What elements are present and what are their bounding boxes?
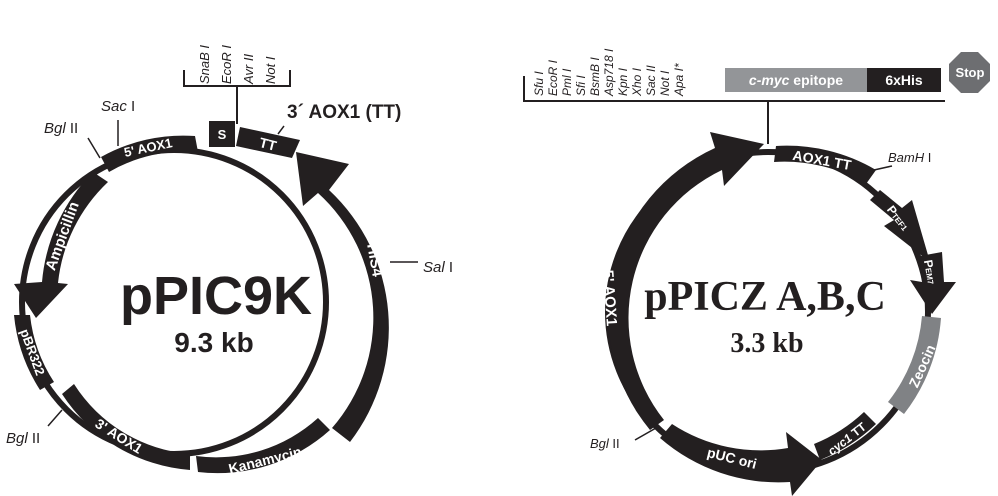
ppicz-mcs-site: Sac II <box>644 65 658 96</box>
ppic9k-his4-arrow <box>296 152 389 442</box>
ppic9k-name: pPIC9K <box>120 266 312 326</box>
ppic9k-sac-site: Sac I <box>101 98 135 115</box>
ppic9k-bgl-bottom-site: Bgl II <box>6 430 40 447</box>
ppicz-bgl-leader <box>634 427 657 441</box>
ppic9k-sal-site: Sal I <box>423 259 453 276</box>
ppicz-puc-arrow <box>660 424 822 496</box>
ppic9k-mcs-bracket <box>183 70 291 124</box>
ppicz-stop-octagon <box>949 52 990 93</box>
ppicz-cmyc-label: c-myc epitope <box>749 72 843 88</box>
ppicz-his-label: 6xHis <box>885 72 923 88</box>
ppic9k-bgl-top-leader <box>87 137 101 159</box>
ppic9k-bgl-bottom-leader <box>47 409 63 427</box>
ppic9k-3aox1-tt-label: 3´ AOX1 (TT) <box>287 102 401 123</box>
ppicz-pem7-arrow <box>910 252 956 314</box>
ppicz-mcs-site: Sfu I <box>532 71 546 96</box>
ppic9k-bgl-top-site: Bgl II <box>44 120 78 137</box>
ppic9k-s-box <box>209 121 235 147</box>
ppic9k-ampicillin-arrow <box>14 172 108 318</box>
ppicz-size: 3.3 kb <box>730 328 803 359</box>
ppic9k-5aox1-label: 5' AOX1 <box>123 135 174 160</box>
ppicz-mcs-site: Sfi I <box>574 75 588 96</box>
ppicz-mcs-site: Asp718 I <box>602 48 616 97</box>
ppicz-cyc1tt-segment <box>814 412 876 460</box>
ppic9k-kanamycin-segment <box>196 418 330 474</box>
ppic9k-kanamycin-label: Kanamycin <box>227 443 303 477</box>
ppicz-pem7-label: PEM7 <box>921 259 939 286</box>
ppic9k-mcs-site: Avr II <box>241 54 256 85</box>
ppic9k-mcs-site: SnaB I <box>197 45 212 84</box>
ppicz-cmyc-box <box>725 68 867 92</box>
ppicz-aox1tt-segment <box>774 145 876 184</box>
ppic9k-mcs-site: Not I <box>263 56 278 84</box>
ppic9k-s-label: S <box>218 127 227 142</box>
ppic9k-his4-label: HIS4 <box>363 242 386 278</box>
ppicz-map: Sfu I EcoR I Pml I Sfi I BsmB I Asp718 I… <box>523 48 990 496</box>
ppic9k-map: SnaB I EcoR I Avr II Not I 5' AOX1 S TT … <box>6 45 453 477</box>
ppicz-5aox1-label: 5' AOX1 <box>599 269 620 326</box>
ppic9k-tt-leader <box>277 125 285 135</box>
ppicz-ptef1-arrow <box>870 190 930 262</box>
ppic9k-ampicillin-label: Ampicillin <box>42 200 82 273</box>
ppicz-5aox1-arrow <box>608 132 764 430</box>
ppic9k-5aox1-segment <box>101 135 198 172</box>
ppicz-bamh-site: BamH I <box>888 150 931 165</box>
ppicz-bamh-leader <box>873 165 893 171</box>
ppicz-stop-label: Stop <box>956 65 985 80</box>
ppicz-mcs-site: Apa I* <box>672 63 686 97</box>
ppicz-mcs-site: Not I <box>658 70 672 96</box>
ppicz-mcs-site: Pml I <box>560 68 574 96</box>
ppic9k-mcs-site: EcoR I <box>219 45 234 84</box>
ppicz-bgl-site: Bgl II <box>590 436 620 451</box>
ppic9k-3aox1-segment <box>62 384 190 470</box>
ppic9k-pbr322-segment <box>14 315 54 390</box>
ppic9k-tt-label: TT <box>258 134 279 154</box>
ppicz-mcs-site: EcoR I <box>546 59 560 96</box>
ppicz-mcs-site: BsmB I <box>588 57 602 96</box>
ppicz-name: pPICZ A,B,C <box>644 274 886 320</box>
ppic9k-pbr322-label: pBR322 <box>17 327 48 378</box>
ppicz-his-box <box>867 68 941 92</box>
ppicz-zeocin-segment <box>888 316 941 414</box>
ppic9k-size: 9.3 kb <box>174 327 253 358</box>
ppic9k-tt-segment <box>236 127 300 158</box>
ppicz-mcs-site: Xho I <box>630 67 644 97</box>
ppicz-mcs-site: Kpn I <box>616 67 630 96</box>
ppicz-mcs-bar <box>523 76 945 144</box>
